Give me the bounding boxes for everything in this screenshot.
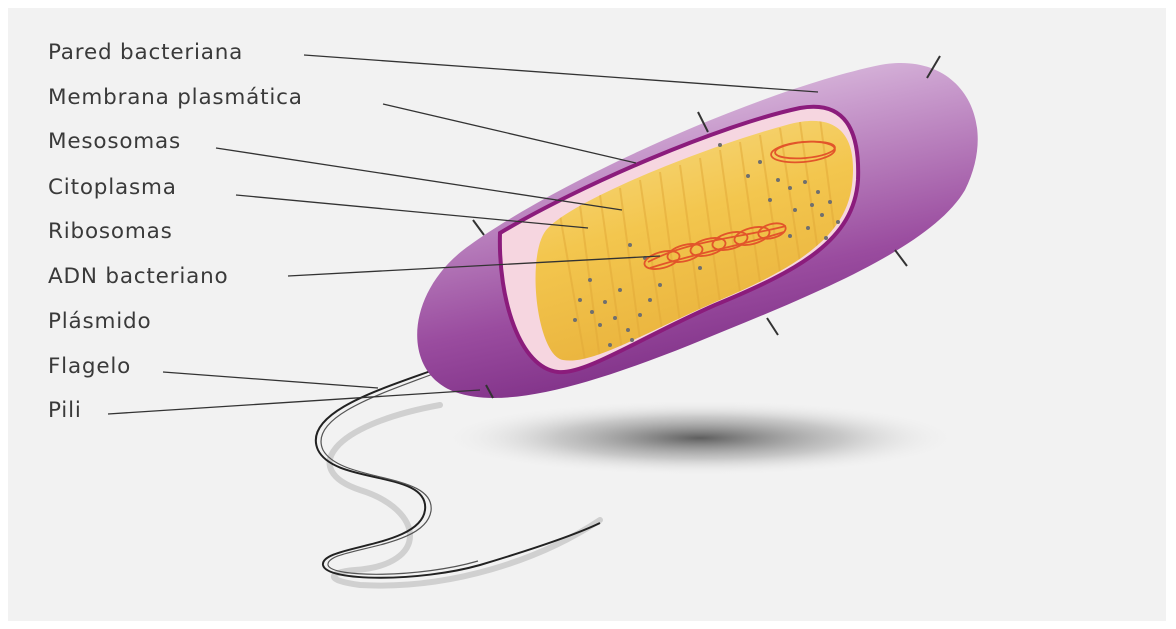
- cell-shadow: [440, 400, 960, 476]
- leader-line-flagelo: [163, 372, 378, 388]
- label-flagelo: Flagelo: [48, 355, 131, 379]
- label-citoplasma: Citoplasma: [48, 176, 177, 200]
- leader-line-membrana: [383, 104, 636, 163]
- label-mesosomas: Mesosomas: [48, 130, 181, 154]
- label-ribosomas: Ribosomas: [48, 220, 173, 244]
- label-membrana-plasmatica: Membrana plasmática: [48, 86, 303, 110]
- label-pili: Pili: [48, 399, 82, 423]
- leader-line-pared: [304, 55, 818, 92]
- leader-line-mesosomas: [216, 148, 622, 210]
- label-plasmido: Plásmido: [48, 310, 151, 334]
- label-pared-bacteriana: Pared bacteriana: [48, 41, 243, 65]
- label-adn-bacteriano: ADN bacteriano: [48, 265, 228, 289]
